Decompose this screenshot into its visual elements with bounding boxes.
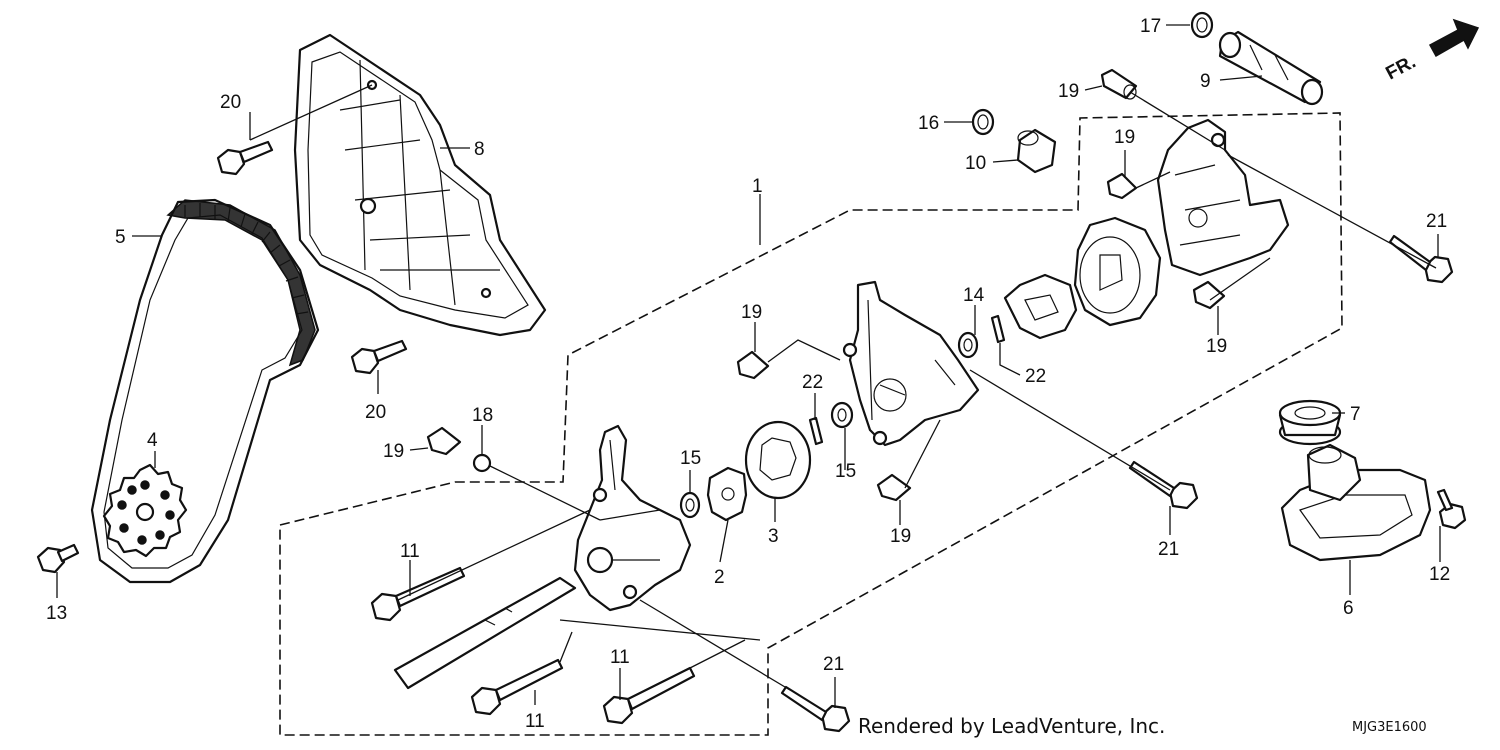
callout-19-right-lower: 19 xyxy=(1206,336,1227,357)
pump-shaft xyxy=(393,576,577,690)
callout-8: 8 xyxy=(474,139,485,160)
diagram-code: MJG3E1600 xyxy=(1352,720,1427,735)
callout-20-lower: 20 xyxy=(365,402,386,423)
callout-14: 14 xyxy=(963,285,985,306)
callout-20-upper: 20 xyxy=(220,92,241,113)
bolt-20-lower xyxy=(350,339,408,375)
callout-18: 18 xyxy=(472,405,493,426)
bolt-11-lower-left xyxy=(470,658,564,716)
bolt-21-top xyxy=(1388,234,1454,284)
callout-1: 1 xyxy=(752,176,763,197)
callout-4: 4 xyxy=(147,430,158,451)
dowel-pin-mid xyxy=(736,350,770,380)
callout-19-left: 19 xyxy=(383,441,404,462)
pin-22-upper xyxy=(990,314,1006,344)
callout-11-upper: 11 xyxy=(400,541,420,562)
callout-15-right: 15 xyxy=(835,461,856,482)
pump-cover-rear xyxy=(1156,118,1290,277)
dowel-pin-top xyxy=(1100,68,1138,100)
callout-22-lower: 22 xyxy=(802,372,823,393)
oil-strainer xyxy=(1280,443,1432,562)
callout-21-bottom: 21 xyxy=(823,654,844,675)
callout-19-right-upper: 19 xyxy=(1114,127,1135,148)
seal-15-right-inner xyxy=(837,408,847,422)
pump-body-front xyxy=(573,424,692,612)
seal-15-left xyxy=(679,491,701,519)
callout-3: 3 xyxy=(768,526,779,547)
render-credit: Rendered by LeadVenture, Inc. xyxy=(858,714,1165,738)
callout-labels: 1 2 3 4 5 6 7 8 9 10 11 11 11 12 13 14 1… xyxy=(46,16,1450,732)
seal-14-inner xyxy=(963,338,973,352)
bolt-21-bottom xyxy=(780,685,851,733)
collar-10 xyxy=(1016,128,1057,174)
pin-22-lower xyxy=(808,416,824,446)
bolt-21-middle xyxy=(1128,460,1199,510)
callout-2: 2 xyxy=(714,567,725,588)
callout-7: 7 xyxy=(1350,404,1361,425)
callout-5: 5 xyxy=(115,227,126,248)
callout-19-lower-mid: 19 xyxy=(890,526,911,547)
callout-11-lower-left: 11 xyxy=(525,711,545,732)
bolt-12 xyxy=(1436,488,1467,530)
callout-13: 13 xyxy=(46,603,67,624)
outer-rotor-large xyxy=(1073,216,1162,327)
dowel-pin-lower-mid xyxy=(876,473,912,502)
washer-18 xyxy=(472,453,492,473)
o-ring-16 xyxy=(971,108,995,136)
dowel-pin-left xyxy=(426,426,462,456)
chain-guide-plate xyxy=(293,33,547,337)
callout-11-lower-right: 11 xyxy=(610,647,630,668)
callout-21-top: 21 xyxy=(1426,211,1447,232)
front-direction-arrow xyxy=(1428,18,1480,58)
front-direction-label: FR. xyxy=(1382,52,1419,85)
drive-sprocket xyxy=(102,463,188,558)
seal-15-right xyxy=(830,401,854,429)
o-ring-17-inner xyxy=(1196,17,1208,33)
callout-10: 10 xyxy=(965,153,986,174)
callout-6: 6 xyxy=(1343,598,1354,619)
dowel-pin-right-upper xyxy=(1106,172,1138,200)
callout-9: 9 xyxy=(1200,71,1211,92)
callout-19-mid: 19 xyxy=(741,302,762,323)
o-ring-16-inner xyxy=(977,114,989,130)
bolt-20-upper xyxy=(216,140,274,176)
leader-lines xyxy=(56,24,1441,708)
seal-14 xyxy=(957,331,979,359)
bolt-11-lower-right xyxy=(602,666,696,725)
callout-17: 17 xyxy=(1140,16,1161,37)
pump-body-middle xyxy=(842,280,980,447)
inner-rotor-2 xyxy=(706,466,748,522)
cap-7 xyxy=(1278,399,1342,446)
inner-rotor-upper xyxy=(1003,273,1078,340)
callout-21-middle: 21 xyxy=(1158,539,1179,560)
callout-22-upper: 22 xyxy=(1025,366,1046,387)
seal-15-left-inner xyxy=(685,498,695,512)
bolt-13 xyxy=(36,543,80,574)
callout-19-top: 19 xyxy=(1058,81,1079,102)
o-ring-17 xyxy=(1190,11,1214,39)
callout-15-left: 15 xyxy=(680,448,701,469)
callout-12: 12 xyxy=(1429,564,1450,585)
outer-rotor-3 xyxy=(744,420,812,500)
pump-pipe xyxy=(1218,30,1324,106)
callout-16: 16 xyxy=(918,113,939,134)
dowel-pin-right-lower xyxy=(1192,280,1226,310)
assembly-1-outline xyxy=(279,112,1343,736)
